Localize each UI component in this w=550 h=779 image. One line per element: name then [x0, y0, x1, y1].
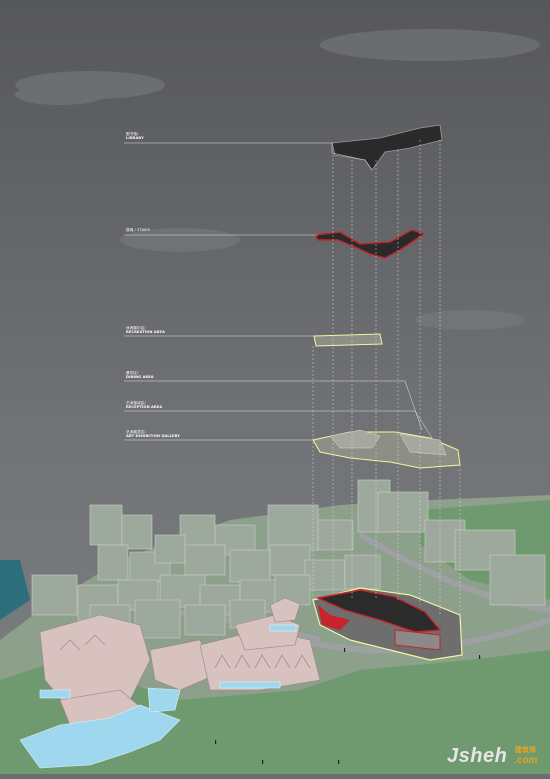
label-recreation-en: RECREATION AREA [126, 330, 165, 335]
village-roofs [59, 634, 311, 669]
watermark-logo: Jsheh 建筑师 .com [447, 745, 547, 771]
label-dining-cn: 餐饮区/ [126, 371, 139, 375]
label-reception-cn: 艺术接待区/ [126, 401, 146, 405]
label-library-en: LIBRARY [126, 136, 144, 141]
label-dining-en: DINING AREA [126, 375, 154, 380]
watermark-sub: .com [514, 755, 538, 766]
label-stairs-text: 楼梯 / STAIRS [126, 228, 151, 232]
leader-lines [124, 142, 433, 441]
label-reception: 艺术接待区/ RECEPTION AREA [126, 401, 162, 409]
label-library: 图书馆/ LIBRARY [126, 132, 144, 140]
layer-library [331, 124, 443, 171]
label-gallery-cn: 艺术展览区/ [126, 430, 146, 434]
label-dining: 餐饮区/ DINING AREA [126, 371, 154, 379]
cloud [15, 29, 540, 330]
label-recreation: 休闲娱乐区/ RECREATION AREA [126, 326, 165, 334]
label-gallery-en: ART EXHIBITION GALLERY [126, 434, 180, 439]
label-recreation-cn: 休闲娱乐区/ [126, 326, 146, 330]
site-building [312, 587, 463, 661]
context-buildings [31, 479, 546, 639]
label-gallery: 艺术展览区/ ART EXHIBITION GALLERY [126, 430, 180, 438]
watermark-cn: 建筑师 [515, 746, 536, 754]
pools [19, 624, 297, 769]
layer-recreation [313, 333, 383, 347]
layer-stairs [313, 229, 426, 259]
label-stairs: 楼梯 / STAIRS [126, 228, 150, 232]
people [215, 648, 481, 764]
layer-exhibition [312, 429, 461, 469]
label-reception-en: RECEPTION AREA [126, 405, 163, 410]
watermark-main: Jsheh [447, 745, 508, 767]
projection-lines [312, 140, 461, 620]
label-library-cn: 图书馆/ [126, 132, 139, 136]
